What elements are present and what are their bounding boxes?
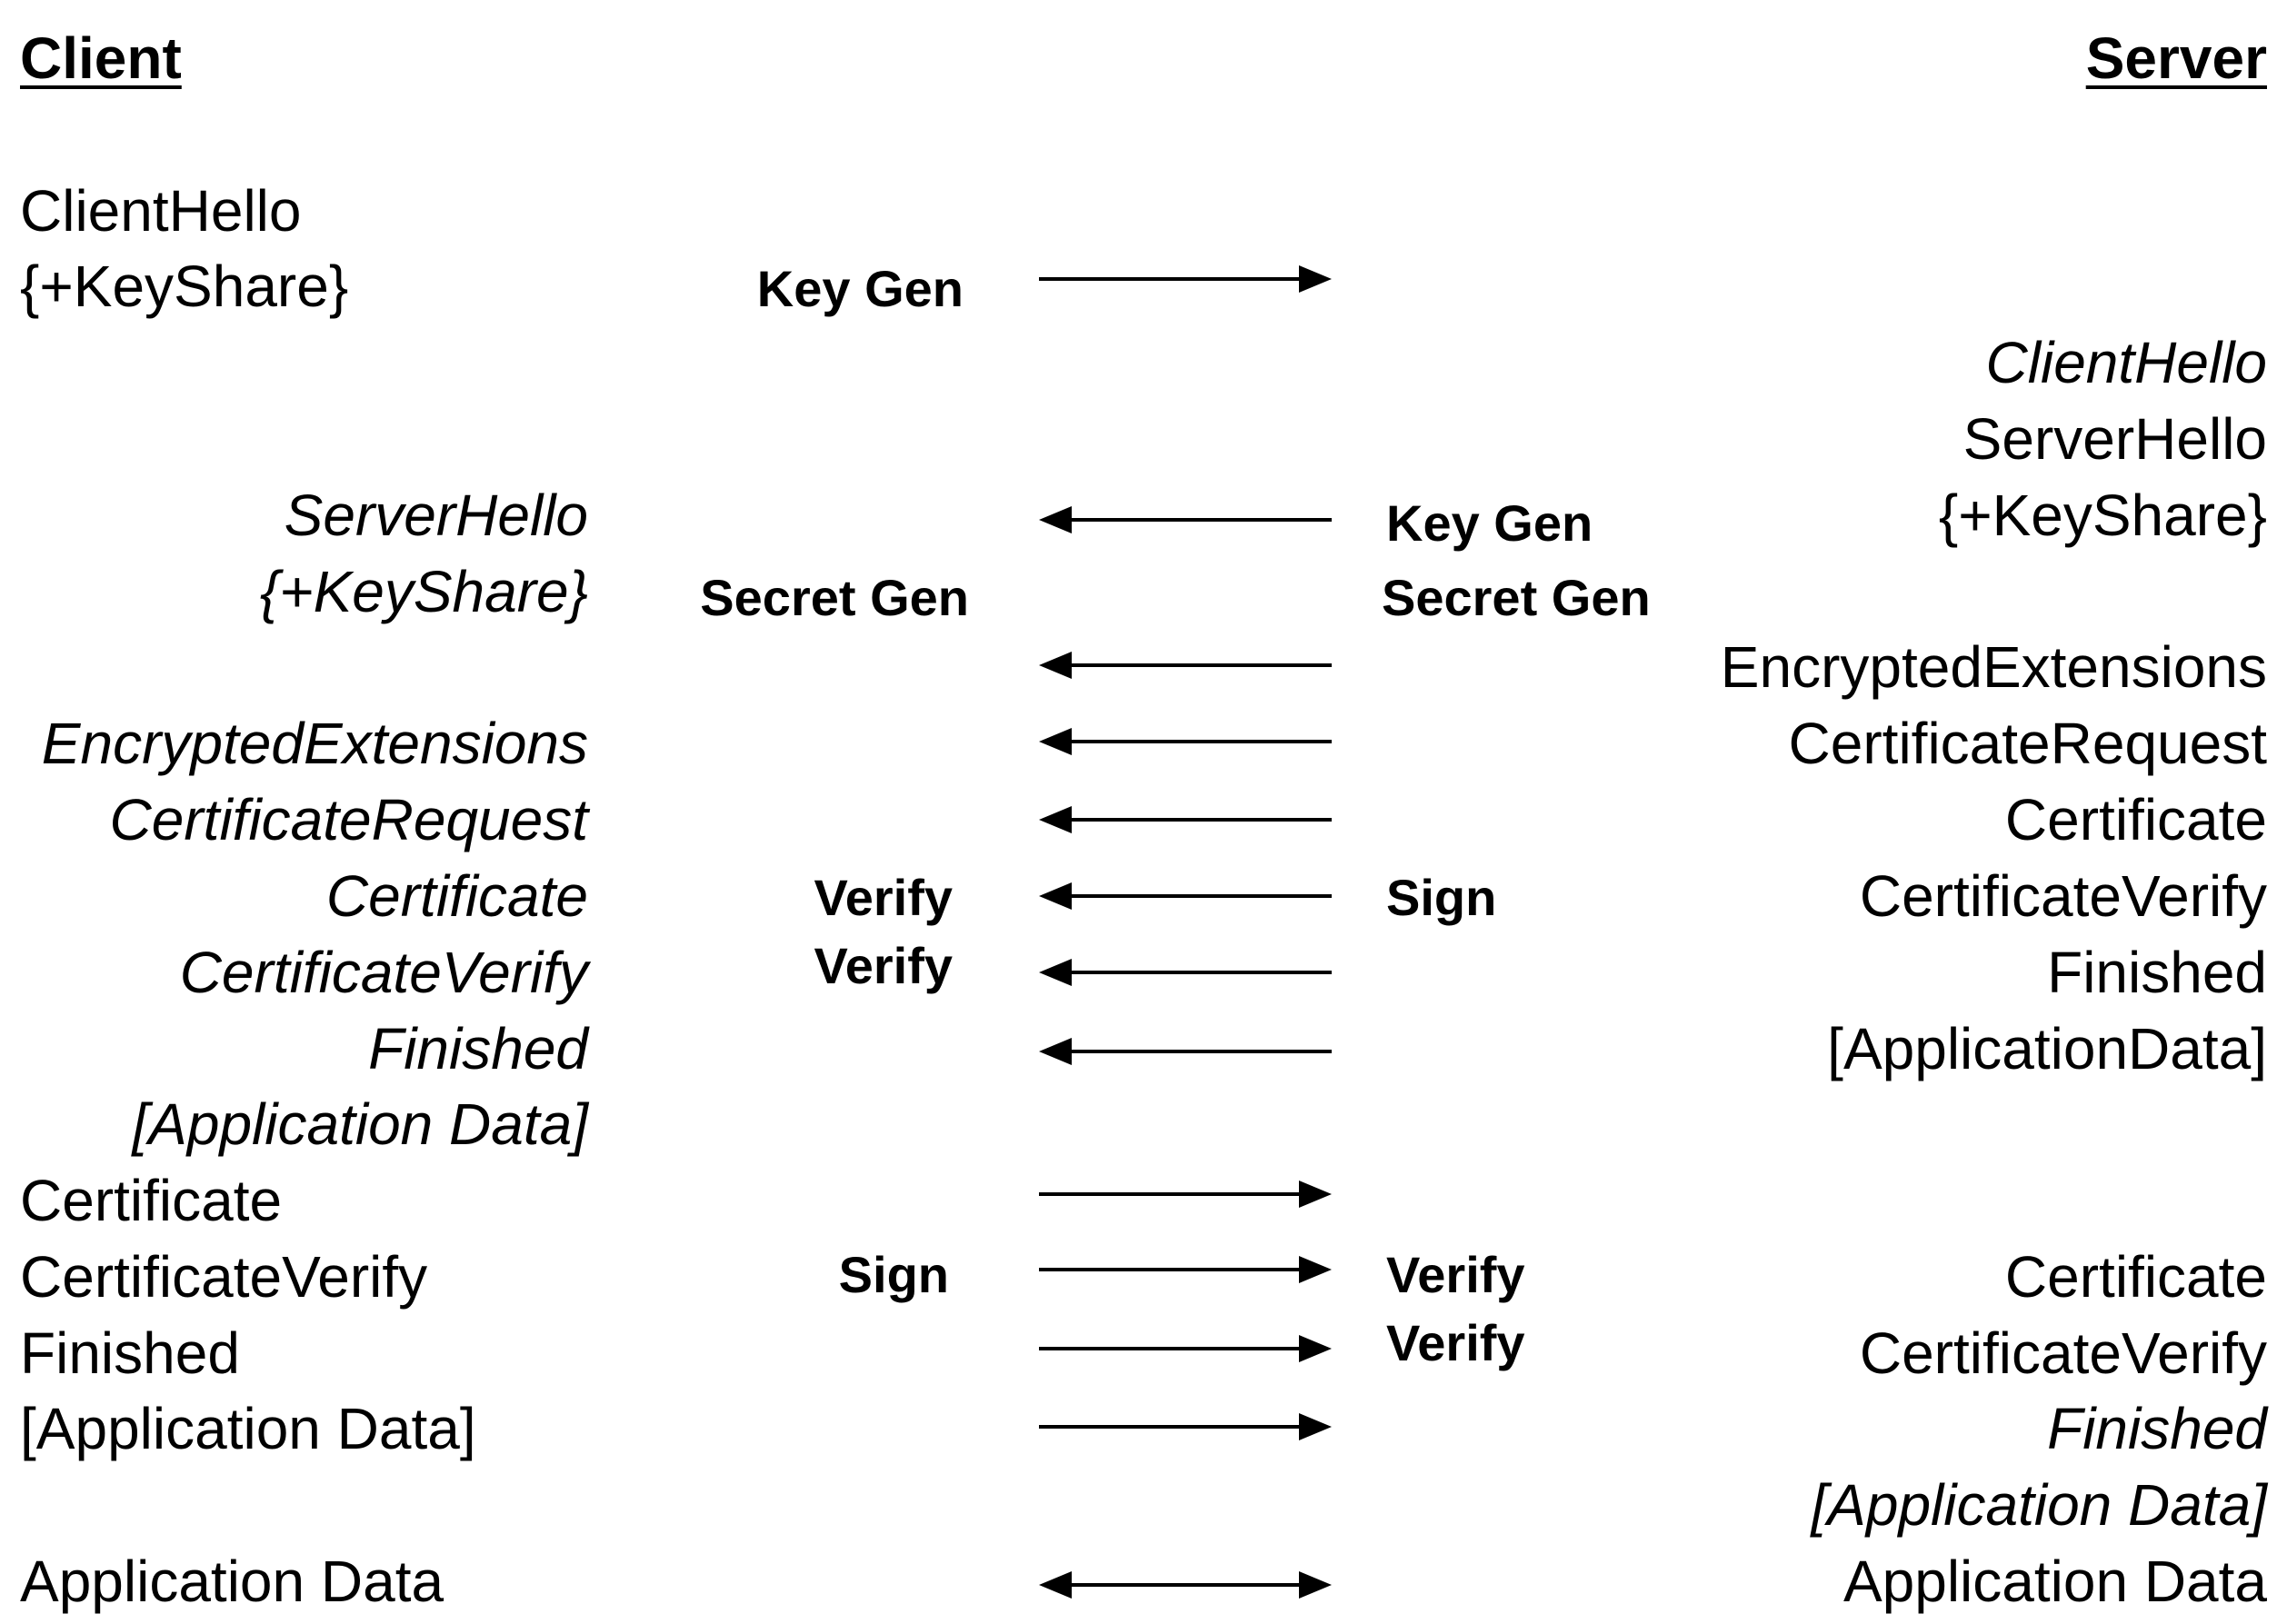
server-header: Server bbox=[2085, 25, 2267, 91]
server-verify-op-1: Verify bbox=[1386, 1246, 1525, 1303]
arrow-server-application-data bbox=[1039, 1038, 1332, 1065]
client-finished-label: Finished bbox=[20, 1320, 240, 1386]
arrow-client-hello bbox=[1039, 265, 1332, 293]
arrow-client-certificate-verify bbox=[1039, 1256, 1332, 1283]
server-secret-gen-op: Secret Gen bbox=[1382, 569, 1651, 626]
server-verify-op-2: Verify bbox=[1386, 1314, 1525, 1371]
client-key-share-received-label: {+KeyShare} bbox=[259, 559, 588, 624]
server-certificate-request-label: CertificateRequest bbox=[1788, 711, 2267, 776]
arrow-application-data bbox=[1039, 1571, 1332, 1599]
arrow-client-application-data bbox=[1039, 1413, 1332, 1440]
client-hello-label: ClientHello bbox=[20, 178, 302, 244]
client-application-data-received-label: [Application Data] bbox=[132, 1091, 588, 1157]
arrow-server-certificate-head-left bbox=[1039, 806, 1072, 833]
server-encrypted-extensions-label: EncryptedExtensions bbox=[1720, 634, 2267, 700]
server-finished-received-label: Finished bbox=[2047, 1396, 2267, 1461]
arrow-server-finished-head-left bbox=[1039, 959, 1072, 986]
client-key-share-label: {+KeyShare} bbox=[20, 254, 349, 319]
client-application-data-sent-label: [Application Data] bbox=[20, 1396, 476, 1461]
arrow-client-certificate-head-right bbox=[1299, 1181, 1332, 1208]
client-verify-op-1: Verify bbox=[814, 869, 953, 926]
client-certificate-label: Certificate bbox=[20, 1168, 283, 1233]
server-finished-label: Finished bbox=[2047, 940, 2267, 1005]
arrow-encrypted-extensions-head-left bbox=[1039, 652, 1072, 679]
arrow-client-finished bbox=[1039, 1335, 1332, 1362]
arrow-client-finished-head-right bbox=[1299, 1335, 1332, 1362]
server-client-hello-received-label: ClientHello bbox=[1985, 330, 2267, 395]
server-key-share-label: {+KeyShare} bbox=[1938, 483, 2267, 548]
client-encrypted-extensions-label: EncryptedExtensions bbox=[41, 711, 588, 776]
arrow-application-data-head-right bbox=[1299, 1571, 1332, 1599]
server-sign-op: Sign bbox=[1386, 869, 1497, 926]
server-certificate-verify-label: CertificateVerify bbox=[1859, 863, 2267, 929]
client-secret-gen-op: Secret Gen bbox=[700, 569, 969, 626]
client-certificate-request-label: CertificateRequest bbox=[109, 787, 588, 852]
server-key-gen-op: Key Gen bbox=[1386, 494, 1593, 552]
client-application-data-label: Application Data bbox=[20, 1549, 444, 1614]
arrow-client-application-data-head-right bbox=[1299, 1413, 1332, 1440]
server-certificate-verify-received-label: CertificateVerify bbox=[1859, 1320, 2267, 1386]
client-verify-op-2: Verify bbox=[814, 937, 953, 994]
arrow-encrypted-extensions bbox=[1039, 652, 1332, 679]
server-certificate-label: Certificate bbox=[2004, 787, 2267, 852]
server-certificate-received-label: Certificate bbox=[2004, 1244, 2267, 1310]
client-header: Client bbox=[20, 25, 182, 91]
server-application-data-received-label: [Application Data] bbox=[1811, 1472, 2267, 1538]
client-certificate-verify-label: CertificateVerify bbox=[20, 1244, 428, 1310]
arrow-server-hello bbox=[1039, 506, 1332, 533]
arrow-server-certificate bbox=[1039, 806, 1332, 833]
server-application-data-sent-label: [ApplicationData] bbox=[1827, 1016, 2267, 1081]
arrow-certificate-request-head-left bbox=[1039, 728, 1072, 755]
client-certificate-received-label: Certificate bbox=[325, 863, 588, 929]
server-application-data-label: Application Data bbox=[1843, 1549, 2267, 1614]
arrow-server-application-data-head-left bbox=[1039, 1038, 1072, 1065]
arrow-server-certificate-verify-head-left bbox=[1039, 882, 1072, 910]
arrow-certificate-request bbox=[1039, 728, 1332, 755]
arrow-server-hello-head-left bbox=[1039, 506, 1072, 533]
client-finished-received-label: Finished bbox=[368, 1016, 588, 1081]
client-sign-op: Sign bbox=[838, 1246, 949, 1303]
arrow-client-certificate bbox=[1039, 1181, 1332, 1208]
client-certificate-verify-received-label: CertificateVerify bbox=[179, 940, 588, 1005]
client-key-gen-op: Key Gen bbox=[756, 260, 964, 317]
arrow-server-certificate-verify bbox=[1039, 882, 1332, 910]
arrow-client-certificate-verify-head-right bbox=[1299, 1256, 1332, 1283]
arrow-client-hello-head-right bbox=[1299, 265, 1332, 293]
client-server-hello-label: ServerHello bbox=[284, 483, 588, 548]
arrow-server-finished bbox=[1039, 959, 1332, 986]
server-hello-label: ServerHello bbox=[1962, 406, 2267, 472]
arrow-application-data-head-left bbox=[1039, 1571, 1072, 1599]
